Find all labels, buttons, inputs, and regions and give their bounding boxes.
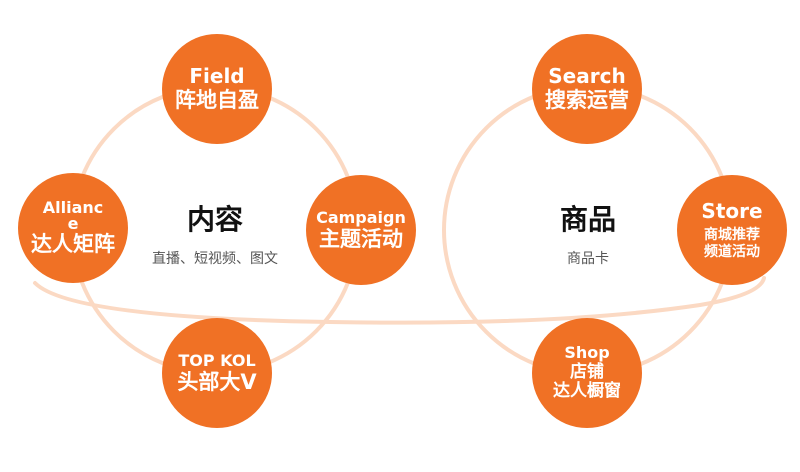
content-center: 内容 直播、短视频、图文: [115, 198, 315, 268]
node-campaign: Campaign 主题活动: [306, 175, 416, 285]
product-center: 商品 商品卡: [488, 198, 688, 268]
node-top-kol: TOP KOL 头部大V: [162, 318, 272, 428]
swoosh-curve: [33, 276, 766, 325]
node-field: Field 阵地自盈: [162, 34, 272, 144]
node-label-zh: 商城推荐: [704, 227, 760, 244]
node-label-en: Allianc e: [42, 197, 104, 233]
product-subtitle: 商品卡: [567, 251, 609, 267]
node-store: Store 商城推荐 频道活动: [677, 175, 787, 285]
node-label-en: Store: [701, 199, 763, 224]
node-alliance: Allianc e 达人矩阵: [18, 173, 128, 283]
node-label-en: Search: [548, 64, 626, 89]
node-label-en: Field: [189, 64, 245, 89]
node-label-zh: 头部大V: [177, 370, 257, 395]
node-label-zh: 搜索运营: [545, 88, 629, 113]
node-label-zh: 达人橱窗: [553, 381, 621, 402]
node-label-zh: 阵地自盈: [175, 88, 259, 113]
node-label-en: Shop: [564, 343, 610, 363]
node-search: Search 搜索运营: [532, 34, 642, 144]
node-label-en: Campaign: [316, 207, 406, 227]
content-title: 内容: [186, 203, 243, 236]
node-label-zh: 达人矩阵: [31, 231, 115, 256]
node-label-zh: 主题活动: [319, 227, 403, 252]
node-label-en: TOP KOL: [178, 350, 256, 370]
node-shop: Shop 店铺 达人橱窗: [532, 318, 642, 428]
node-label-zh: 频道活动: [704, 243, 760, 260]
content-subtitle: 直播、短视频、图文: [152, 251, 278, 267]
node-label-zh: 店铺: [570, 361, 604, 382]
product-title: 商品: [559, 203, 616, 236]
